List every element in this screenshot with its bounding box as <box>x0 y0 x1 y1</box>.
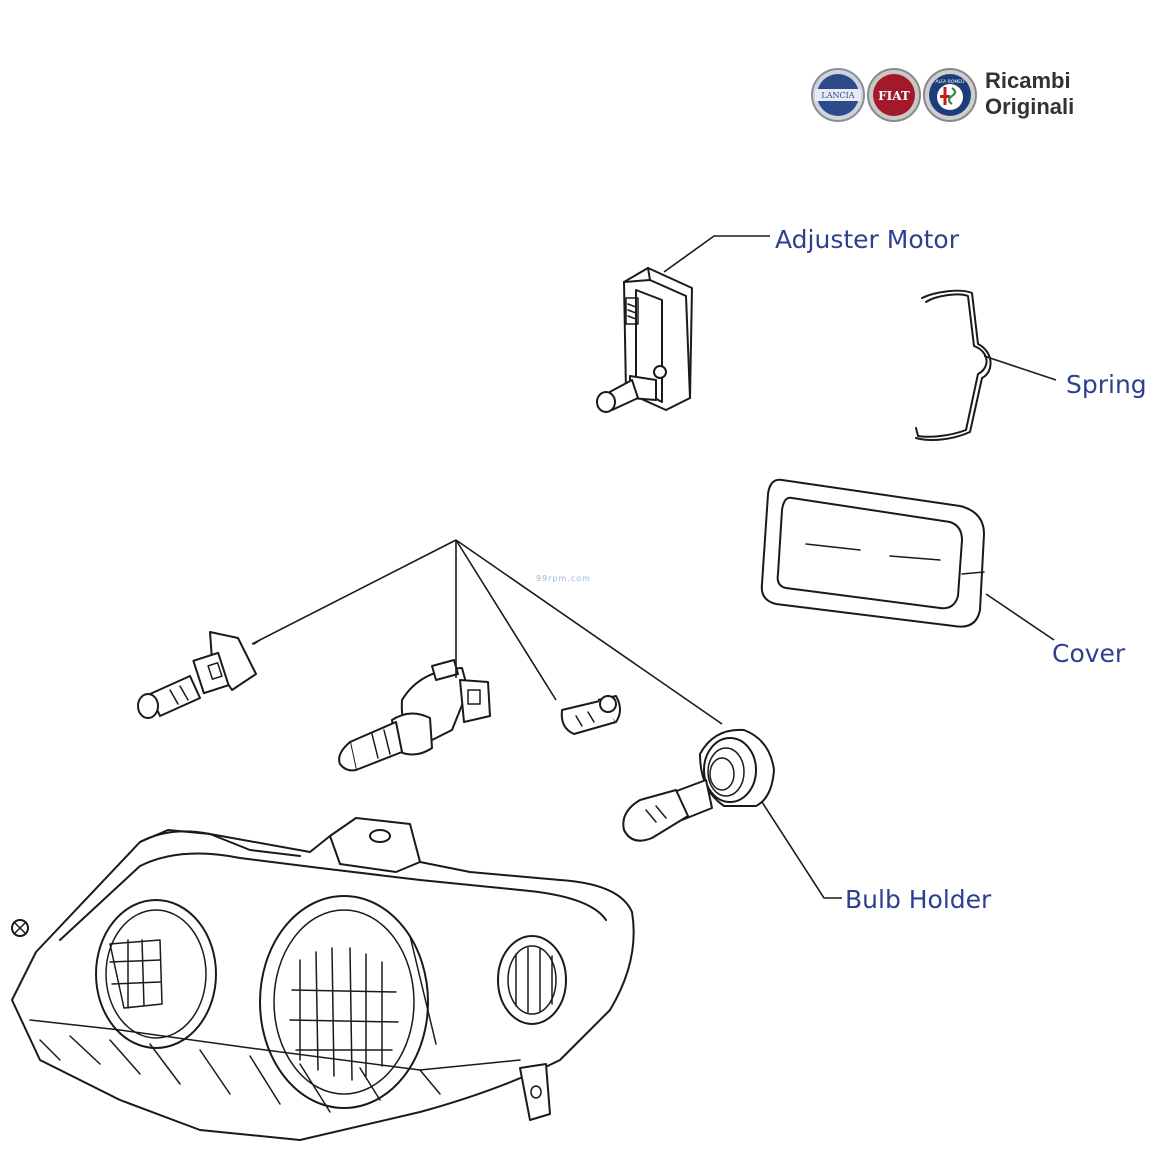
brand-header: LANCIA FIAT ALFA ROMEO Ricambi Originali <box>811 68 1074 122</box>
leader-lines <box>251 235 1057 899</box>
spring-part <box>915 289 992 441</box>
cover-part <box>760 478 985 628</box>
brand-line-2: Originali <box>985 94 1074 119</box>
alfa-romeo-logo-text: ALFA ROMEO <box>935 79 965 85</box>
headlamp-assembly <box>11 817 635 1141</box>
watermark-text: 99rpm.com <box>536 574 591 583</box>
adjuster-motor-part <box>596 267 693 413</box>
h4-bulb-part <box>338 659 491 772</box>
h1-bulb-part <box>137 631 261 719</box>
label-cover: Cover <box>1052 639 1126 668</box>
lancia-logo: LANCIA <box>811 68 865 122</box>
wedge-bulb-part <box>560 695 621 735</box>
label-spring: Spring <box>1066 370 1147 399</box>
bulb-holder-part <box>622 728 775 842</box>
fiat-logo-text: FIAT <box>878 89 910 103</box>
lancia-logo-text: LANCIA <box>821 91 854 100</box>
brand-line-1: Ricambi <box>985 68 1071 93</box>
alfa-romeo-logo: ALFA ROMEO <box>923 68 977 122</box>
fiat-logo: FIAT <box>867 68 921 122</box>
label-bulb-holder: Bulb Holder <box>845 885 992 914</box>
label-adjuster-motor: Adjuster Motor <box>775 225 960 254</box>
